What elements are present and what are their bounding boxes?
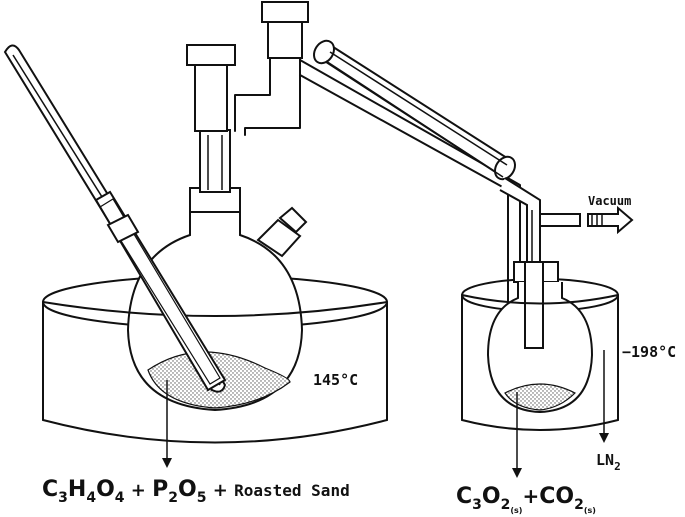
reactant-formula: C3H4O4 + P2O5 + Roasted Sand — [42, 477, 350, 506]
coolant-arrow — [599, 350, 609, 443]
product-arrow — [512, 392, 522, 478]
reactant-arrow — [162, 380, 172, 468]
thermometer — [3, 44, 227, 393]
coolant-label: LN2 — [596, 451, 621, 473]
vacuum-label: Vacuum — [588, 194, 631, 208]
receiver-flask — [461, 261, 619, 414]
vacuum-arrow — [587, 205, 634, 235]
reaction-flask — [42, 44, 388, 412]
cold-temperature-label: −198°C — [622, 343, 676, 361]
hot-temperature-label: 145°C — [313, 371, 358, 389]
product-formula: C3O2(s)+CO2(s) — [456, 484, 596, 515]
